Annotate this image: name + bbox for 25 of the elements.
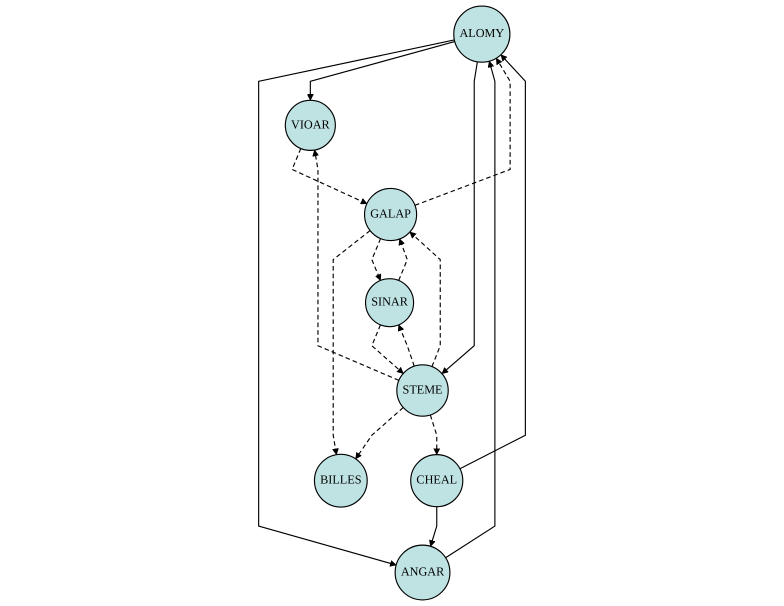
node-circle: BILLES [314, 454, 368, 508]
arrow [332, 230, 370, 455]
arrow [258, 39, 454, 567]
arrow [414, 58, 511, 206]
node-circle: VIOAR [284, 100, 336, 151]
node-circle: SINAR [364, 278, 414, 328]
arrow [460, 54, 526, 470]
arrow [410, 232, 441, 367]
arrow [306, 41, 455, 101]
node-circle: ALOMY [453, 6, 510, 63]
node-circle: STEME [396, 364, 449, 417]
node-circle: ANGAR [394, 544, 450, 600]
arrow [429, 506, 438, 547]
node-circle: GALAP [364, 188, 418, 242]
arrow [398, 324, 415, 366]
arrow [355, 407, 404, 460]
arrow [398, 238, 408, 281]
arrow [312, 150, 400, 381]
arrow [445, 60, 496, 558]
arrow [291, 148, 368, 204]
arrow [371, 238, 382, 281]
arrow [442, 62, 478, 374]
arrow [430, 414, 440, 455]
arrow [371, 324, 404, 374]
node-circle: CHEAL [410, 454, 464, 508]
